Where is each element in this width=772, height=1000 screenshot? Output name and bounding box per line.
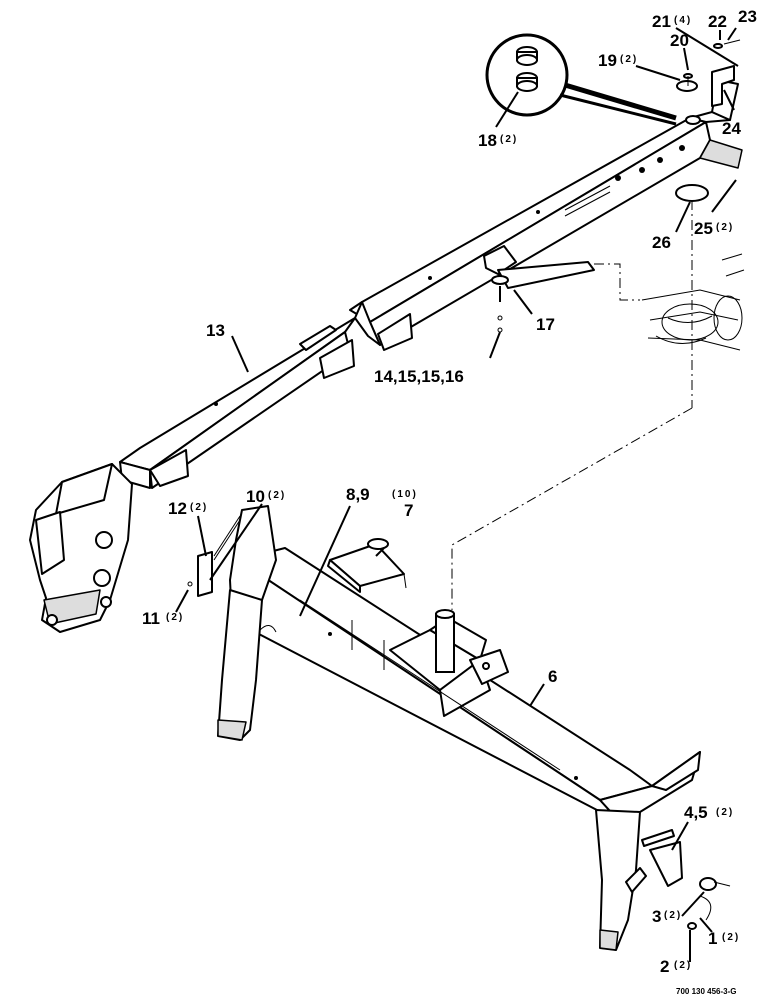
main-frame (187, 505, 731, 951)
callout-19: 19 (598, 51, 617, 70)
callout-1-qty: (2) (722, 932, 740, 943)
callout-10: 10 (246, 487, 265, 506)
callout-10-qty: (2) (268, 490, 286, 501)
callout-25-qty: (2) (716, 222, 734, 233)
callout-12: 12 (168, 499, 187, 518)
callout-7: 7 (404, 501, 413, 520)
callout-20: 20 (670, 31, 689, 50)
callout-3-qty: (2) (664, 910, 682, 921)
callout-4-5: 4,5 (684, 803, 708, 822)
callout-8-9: 8,9 (346, 485, 370, 504)
tractor-hitch-outline (641, 253, 745, 351)
callout-12-qty: (2) (190, 502, 208, 513)
jack-handle-assembly (483, 245, 640, 333)
callout-24: 24 (722, 119, 741, 138)
drawing-reference-number: 700 130 456-3-G (676, 987, 737, 996)
leader-lines (175, 27, 739, 962)
callout-11: 11 (142, 609, 160, 628)
hitch-pin-parts (451, 33, 741, 610)
callout-18: 18 (478, 131, 497, 150)
callout-17: 17 (536, 315, 555, 334)
callout-8-9-qty: (10) (392, 489, 418, 500)
callout-1: 1 (708, 929, 717, 948)
tongue-beam (29, 79, 743, 633)
callout-11-qty: (2) (166, 612, 184, 623)
callout-21: 21 (652, 12, 671, 31)
callout-4-5-qty: (2) (716, 807, 734, 818)
callout-22: 22 (708, 12, 727, 31)
callout-23: 23 (738, 7, 757, 26)
callout-3: 3 (652, 907, 661, 926)
callout-26: 26 (652, 233, 671, 252)
callout-2: 2 (660, 957, 669, 976)
callout-25: 25 (694, 219, 713, 238)
callout-6: 6 (548, 667, 557, 686)
callout-14-16: 14,15,15,16 (374, 367, 464, 386)
callout-18-qty: (2) (500, 134, 518, 145)
callout-21-qty: (4) (674, 15, 692, 26)
callout-13: 13 (206, 321, 225, 340)
callout-19-qty: (2) (620, 54, 638, 65)
callout-labels: 13 7 8,9 (10) 10 (2) 12 (2) 11 (2) 6 14,… (142, 7, 757, 976)
callout-2-qty: (2) (674, 960, 692, 971)
